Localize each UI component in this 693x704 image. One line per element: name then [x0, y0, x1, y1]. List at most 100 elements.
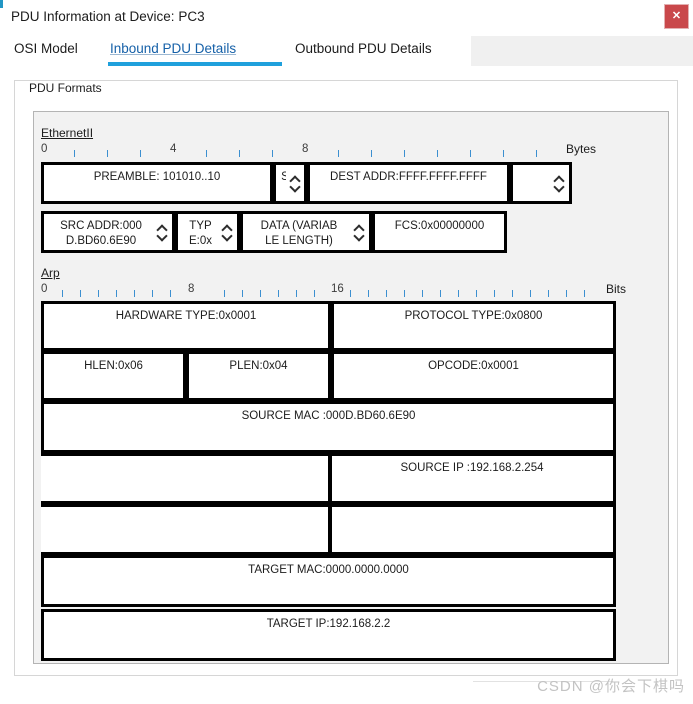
arp-opcode-cell[interactable]: OPCODE:0x0001 [331, 351, 616, 401]
ethernet-type-spinner[interactable] [218, 216, 235, 248]
ethernet-ruler-tick [503, 150, 504, 157]
ethernet-preamble-text: PREAMBLE: 101010..10 [93, 171, 221, 183]
pdu-formats-label: PDU Formats [24, 81, 107, 95]
ethernet-ruler-label-8: 8 [302, 143, 309, 155]
arp-ruler-tick [548, 290, 549, 297]
ethernet-ruler-label-4: 4 [170, 143, 177, 155]
arp-source-mac-text: SOURCE MAC :000D.BD60.6E90 [241, 410, 416, 422]
arp-ruler-tick [386, 290, 387, 297]
arp-hardware-type-text: HARDWARE TYPE:0x0001 [115, 310, 257, 322]
arp-row4-divider [328, 453, 332, 504]
ethernet-ruler-tick [536, 150, 537, 157]
arp-opcode-text: OPCODE:0x0001 [428, 360, 519, 372]
ethernet-sfd-spinner[interactable] [286, 167, 303, 199]
ethernet-ruler-tick [206, 150, 207, 157]
arp-ruler-tick [152, 290, 153, 297]
ethernet-data-spinner[interactable] [350, 216, 367, 248]
arp-plen-cell[interactable]: PLEN:0x04 [186, 351, 331, 401]
arp-ruler: 0 8 16 Bits [41, 283, 641, 299]
arp-hlen-cell[interactable]: HLEN:0x06 [41, 351, 186, 401]
arp-ruler-tick [62, 290, 63, 297]
arp-plen-text: PLEN:0x04 [229, 360, 288, 372]
ethernet-data-text: DATA (VARIAB LE LENGTH) [260, 220, 338, 247]
arp-row4-left-cell[interactable] [41, 453, 331, 504]
ethernet-row1-spinner[interactable] [550, 167, 567, 199]
chevron-down-icon[interactable] [350, 232, 367, 248]
chevron-down-icon[interactable] [218, 232, 235, 248]
ethernet-fcs-text: FCS:0x00000000 [394, 220, 485, 232]
arp-ruler-tick [440, 290, 441, 297]
ethernet-data-cell[interactable]: DATA (VARIAB LE LENGTH) [240, 211, 372, 253]
arp-ruler-tick [530, 290, 531, 297]
arp-ruler-tick [314, 290, 315, 297]
chevron-down-icon[interactable] [153, 232, 170, 248]
title-bar: PDU Information at Device: PC3 ✕ [0, 0, 693, 36]
ethernet-ruler-tick [338, 150, 339, 157]
tab-inbound-pdu-details[interactable]: Inbound PDU Details [110, 41, 237, 56]
arp-hardware-type-cell[interactable]: HARDWARE TYPE:0x0001 [41, 301, 331, 351]
arp-target-ip-cell[interactable]: TARGET IP:192.168.2.2 [41, 609, 616, 661]
arp-source-mac-cell[interactable]: SOURCE MAC :000D.BD60.6E90 [41, 401, 616, 453]
tab-selected-underline [108, 62, 282, 66]
tab-osi-model[interactable]: OSI Model [14, 41, 78, 56]
watermark-text: CSDN @你会下棋吗 [537, 678, 685, 695]
ethernet-sfd-text: S [281, 171, 289, 183]
arp-ruler-tick [512, 290, 513, 297]
arp-protocol-type-cell[interactable]: PROTOCOL TYPE:0x0800 [331, 301, 616, 351]
close-button[interactable]: ✕ [664, 4, 689, 29]
arp-protocol-type-text: PROTOCOL TYPE:0x0800 [404, 310, 543, 322]
window-accent-mark [0, 0, 3, 8]
ethernet-type-text: TYP E:0x [188, 220, 212, 247]
arp-ruler-tick [98, 290, 99, 297]
arp-hlen-text: HLEN:0x06 [84, 360, 143, 372]
ethernet-row1-overflow-cell[interactable] [510, 162, 572, 204]
ethernet-sfd-cell[interactable]: S [273, 162, 307, 204]
arp-source-ip-text: SOURCE IP :192.168.2.254 [400, 462, 544, 474]
arp-ruler-tick [278, 290, 279, 297]
arp-ruler-tick [350, 290, 351, 297]
arp-ruler-tick [134, 290, 135, 297]
arp-ruler-label-0: 0 [41, 283, 48, 295]
ethernet-ruler: 0 4 8 Bytes [41, 143, 601, 159]
tab-outbound-pdu-details[interactable]: Outbound PDU Details [295, 41, 432, 56]
ethernet-ruler-tick [272, 150, 273, 157]
ethernet-ruler-tick [74, 150, 75, 157]
ethernet-type-cell[interactable]: TYP E:0x [175, 211, 240, 253]
ethernet-section-title: EthernetII [41, 126, 94, 140]
ethernet-preamble-cell[interactable]: PREAMBLE: 101010..10 [41, 162, 273, 204]
arp-ruler-tick [458, 290, 459, 297]
chevron-down-icon[interactable] [550, 183, 567, 199]
arp-ruler-label-8: 8 [188, 283, 195, 295]
ethernet-src-addr-text: SRC ADDR:000 D.BD60.6E90 [60, 220, 142, 247]
arp-ruler-tick [584, 290, 585, 297]
arp-ruler-tick [260, 290, 261, 297]
arp-source-ip-cell[interactable]: SOURCE IP :192.168.2.254 [331, 453, 616, 504]
arp-row5-left-cell[interactable] [41, 504, 331, 555]
ethernet-dest-addr-cell[interactable]: DEST ADDR:FFFF.FFFF.FFFF [307, 162, 510, 204]
arp-ruler-tick [494, 290, 495, 297]
window-title: PDU Information at Device: PC3 [11, 9, 205, 24]
arp-ruler-tick [242, 290, 243, 297]
arp-ruler-tick [116, 290, 117, 297]
ethernet-ruler-tick [470, 150, 471, 157]
arp-row5-right-cell[interactable] [331, 504, 616, 555]
arp-ruler-tick [368, 290, 369, 297]
ethernet-dest-addr-text: DEST ADDR:FFFF.FFFF.FFFF [330, 171, 487, 183]
ethernet-ruler-tick [140, 150, 141, 157]
arp-section-title: Arp [41, 266, 60, 280]
ethernet-ruler-tick [239, 150, 240, 157]
arp-ruler-tick [476, 290, 477, 297]
ethernet-src-addr-spinner[interactable] [153, 216, 170, 248]
ethernet-fcs-cell[interactable]: FCS:0x00000000 [372, 211, 507, 253]
chevron-down-icon[interactable] [286, 183, 303, 199]
ethernet-ruler-tick [107, 150, 108, 157]
arp-target-mac-cell[interactable]: TARGET MAC:0000.0000.0000 [41, 555, 616, 607]
tab-bar-filler [471, 36, 693, 66]
tab-bar: OSI Model Inbound PDU Details Outbound P… [0, 36, 693, 68]
arp-ruler-tick [224, 290, 225, 297]
ethernet-src-addr-cell[interactable]: SRC ADDR:000 D.BD60.6E90 [41, 211, 175, 253]
ethernet-ruler-tick [371, 150, 372, 157]
arp-ruler-label-16: 16 [331, 283, 344, 295]
ethernet-ruler-label-0: 0 [41, 143, 48, 155]
